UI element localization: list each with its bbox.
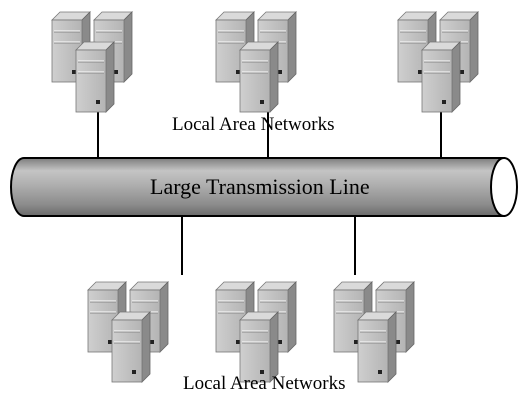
- transmission-line-pipe: [10, 157, 518, 217]
- transmission-line-label: Large Transmission Line: [150, 174, 370, 199]
- server-cluster-icon: [334, 282, 414, 382]
- server-cluster-icon: [52, 12, 132, 112]
- server-cluster-icon: [398, 12, 478, 112]
- top-network-label: Local Area Networks: [172, 114, 335, 135]
- bottom-network-label: Local Area Networks: [183, 373, 346, 394]
- server-cluster-icon: [216, 12, 296, 112]
- server-cluster-icon: [216, 282, 296, 382]
- server-cluster-icon: [88, 282, 168, 382]
